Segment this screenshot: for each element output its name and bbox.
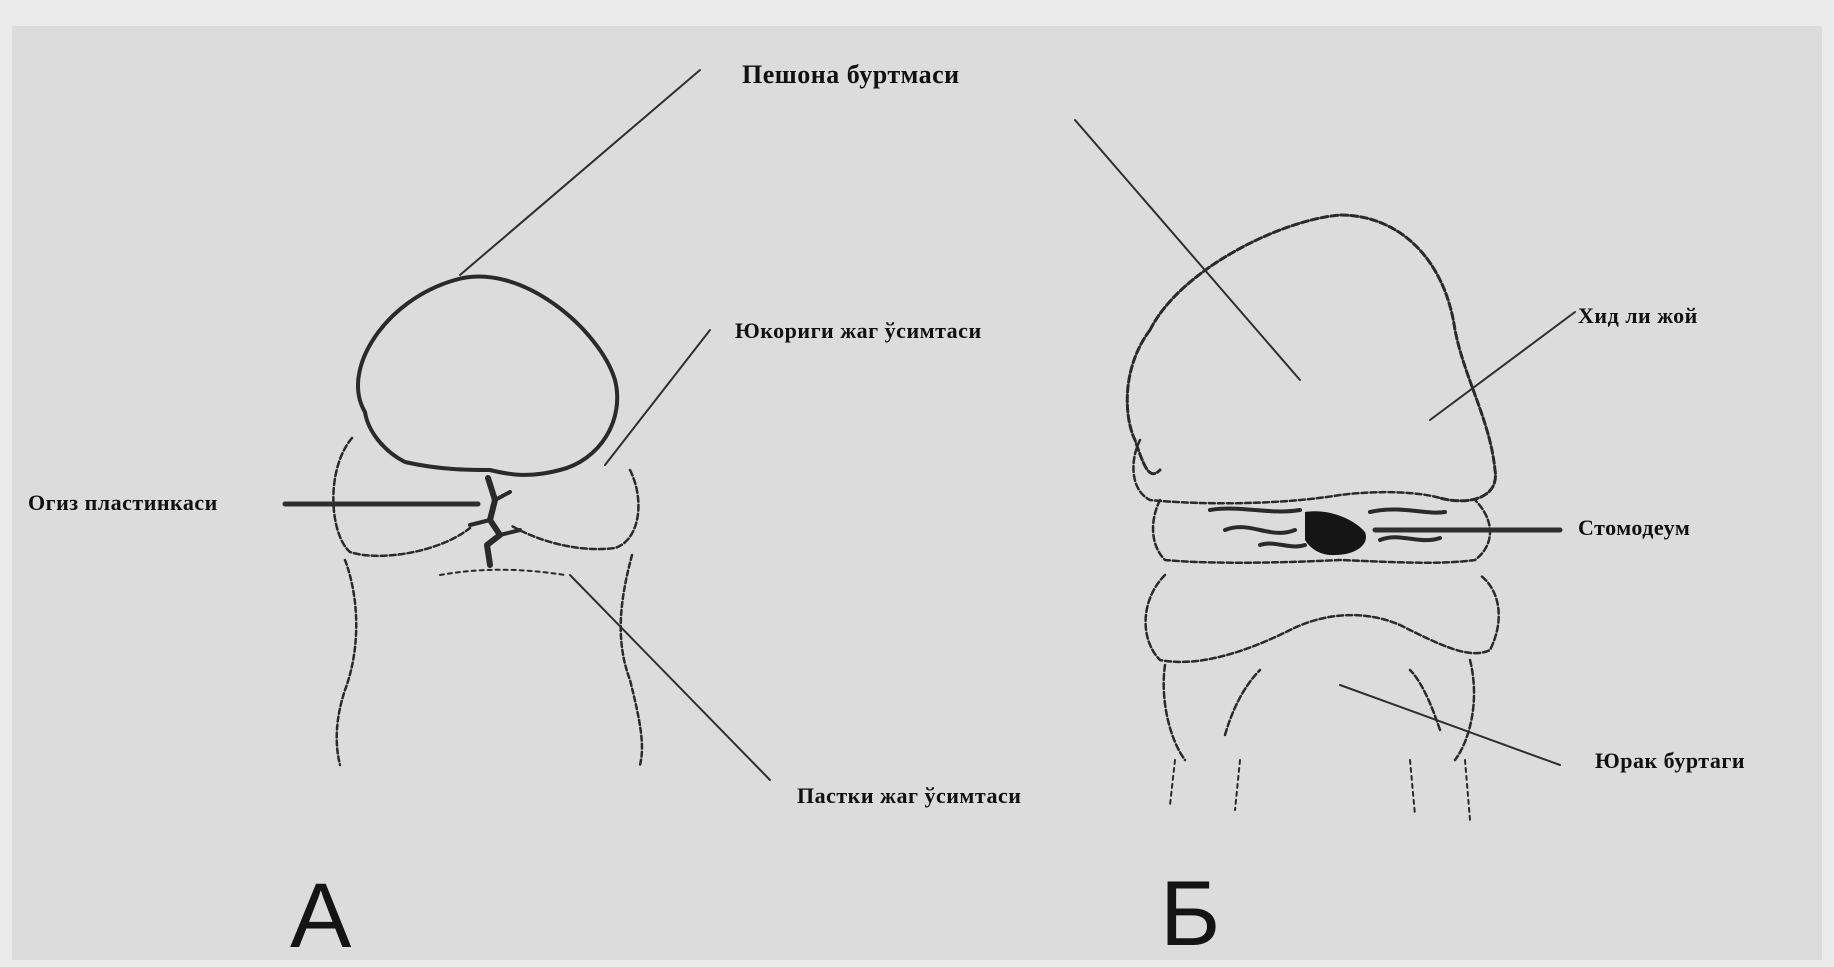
right-maxillary-bulge	[510, 470, 638, 549]
stomodeum-shape	[1305, 511, 1366, 555]
leader-maxillary	[605, 330, 710, 465]
left-maxillary-bulge	[333, 438, 470, 556]
label-stomodeum: Стомодеум	[1578, 515, 1690, 541]
mandibular-lower-line	[440, 570, 565, 575]
frontal-prominence-outline	[358, 276, 617, 474]
frontal-prominence-b	[1127, 215, 1495, 501]
frontal-lower-b	[1133, 440, 1440, 503]
leader-mandibular	[570, 575, 770, 780]
mandibular-arch-right	[621, 555, 642, 765]
leader-olfactory	[1430, 312, 1575, 420]
label-frontal-prominence: Пешона буртмаси	[742, 60, 960, 90]
label-cardiac-bulge: Юрак буртаги	[1595, 748, 1745, 774]
leader-cardiac	[1340, 685, 1560, 765]
panel-letter-b: Б	[1160, 868, 1220, 960]
cardiac-bulge-outline	[1164, 660, 1474, 760]
mandibular-arch	[337, 560, 357, 765]
neck-lines	[1170, 760, 1470, 820]
leader-frontal-b	[1075, 120, 1300, 380]
label-mandibular-process: Пастки жаг ўсимтаси	[797, 783, 1021, 809]
panel-letter-a: А	[290, 870, 351, 962]
leader-frontal-a	[460, 70, 700, 275]
label-maxillary-process: Юкориги жаг ўсимтаси	[735, 318, 982, 344]
drawing-b	[1127, 215, 1498, 820]
drawing-a	[333, 276, 642, 765]
label-olfactory-pit: Хид ли жой	[1578, 303, 1698, 329]
label-oral-plate: Огиз пластинкаси	[28, 490, 218, 516]
mandibular-arch-b	[1146, 575, 1499, 662]
